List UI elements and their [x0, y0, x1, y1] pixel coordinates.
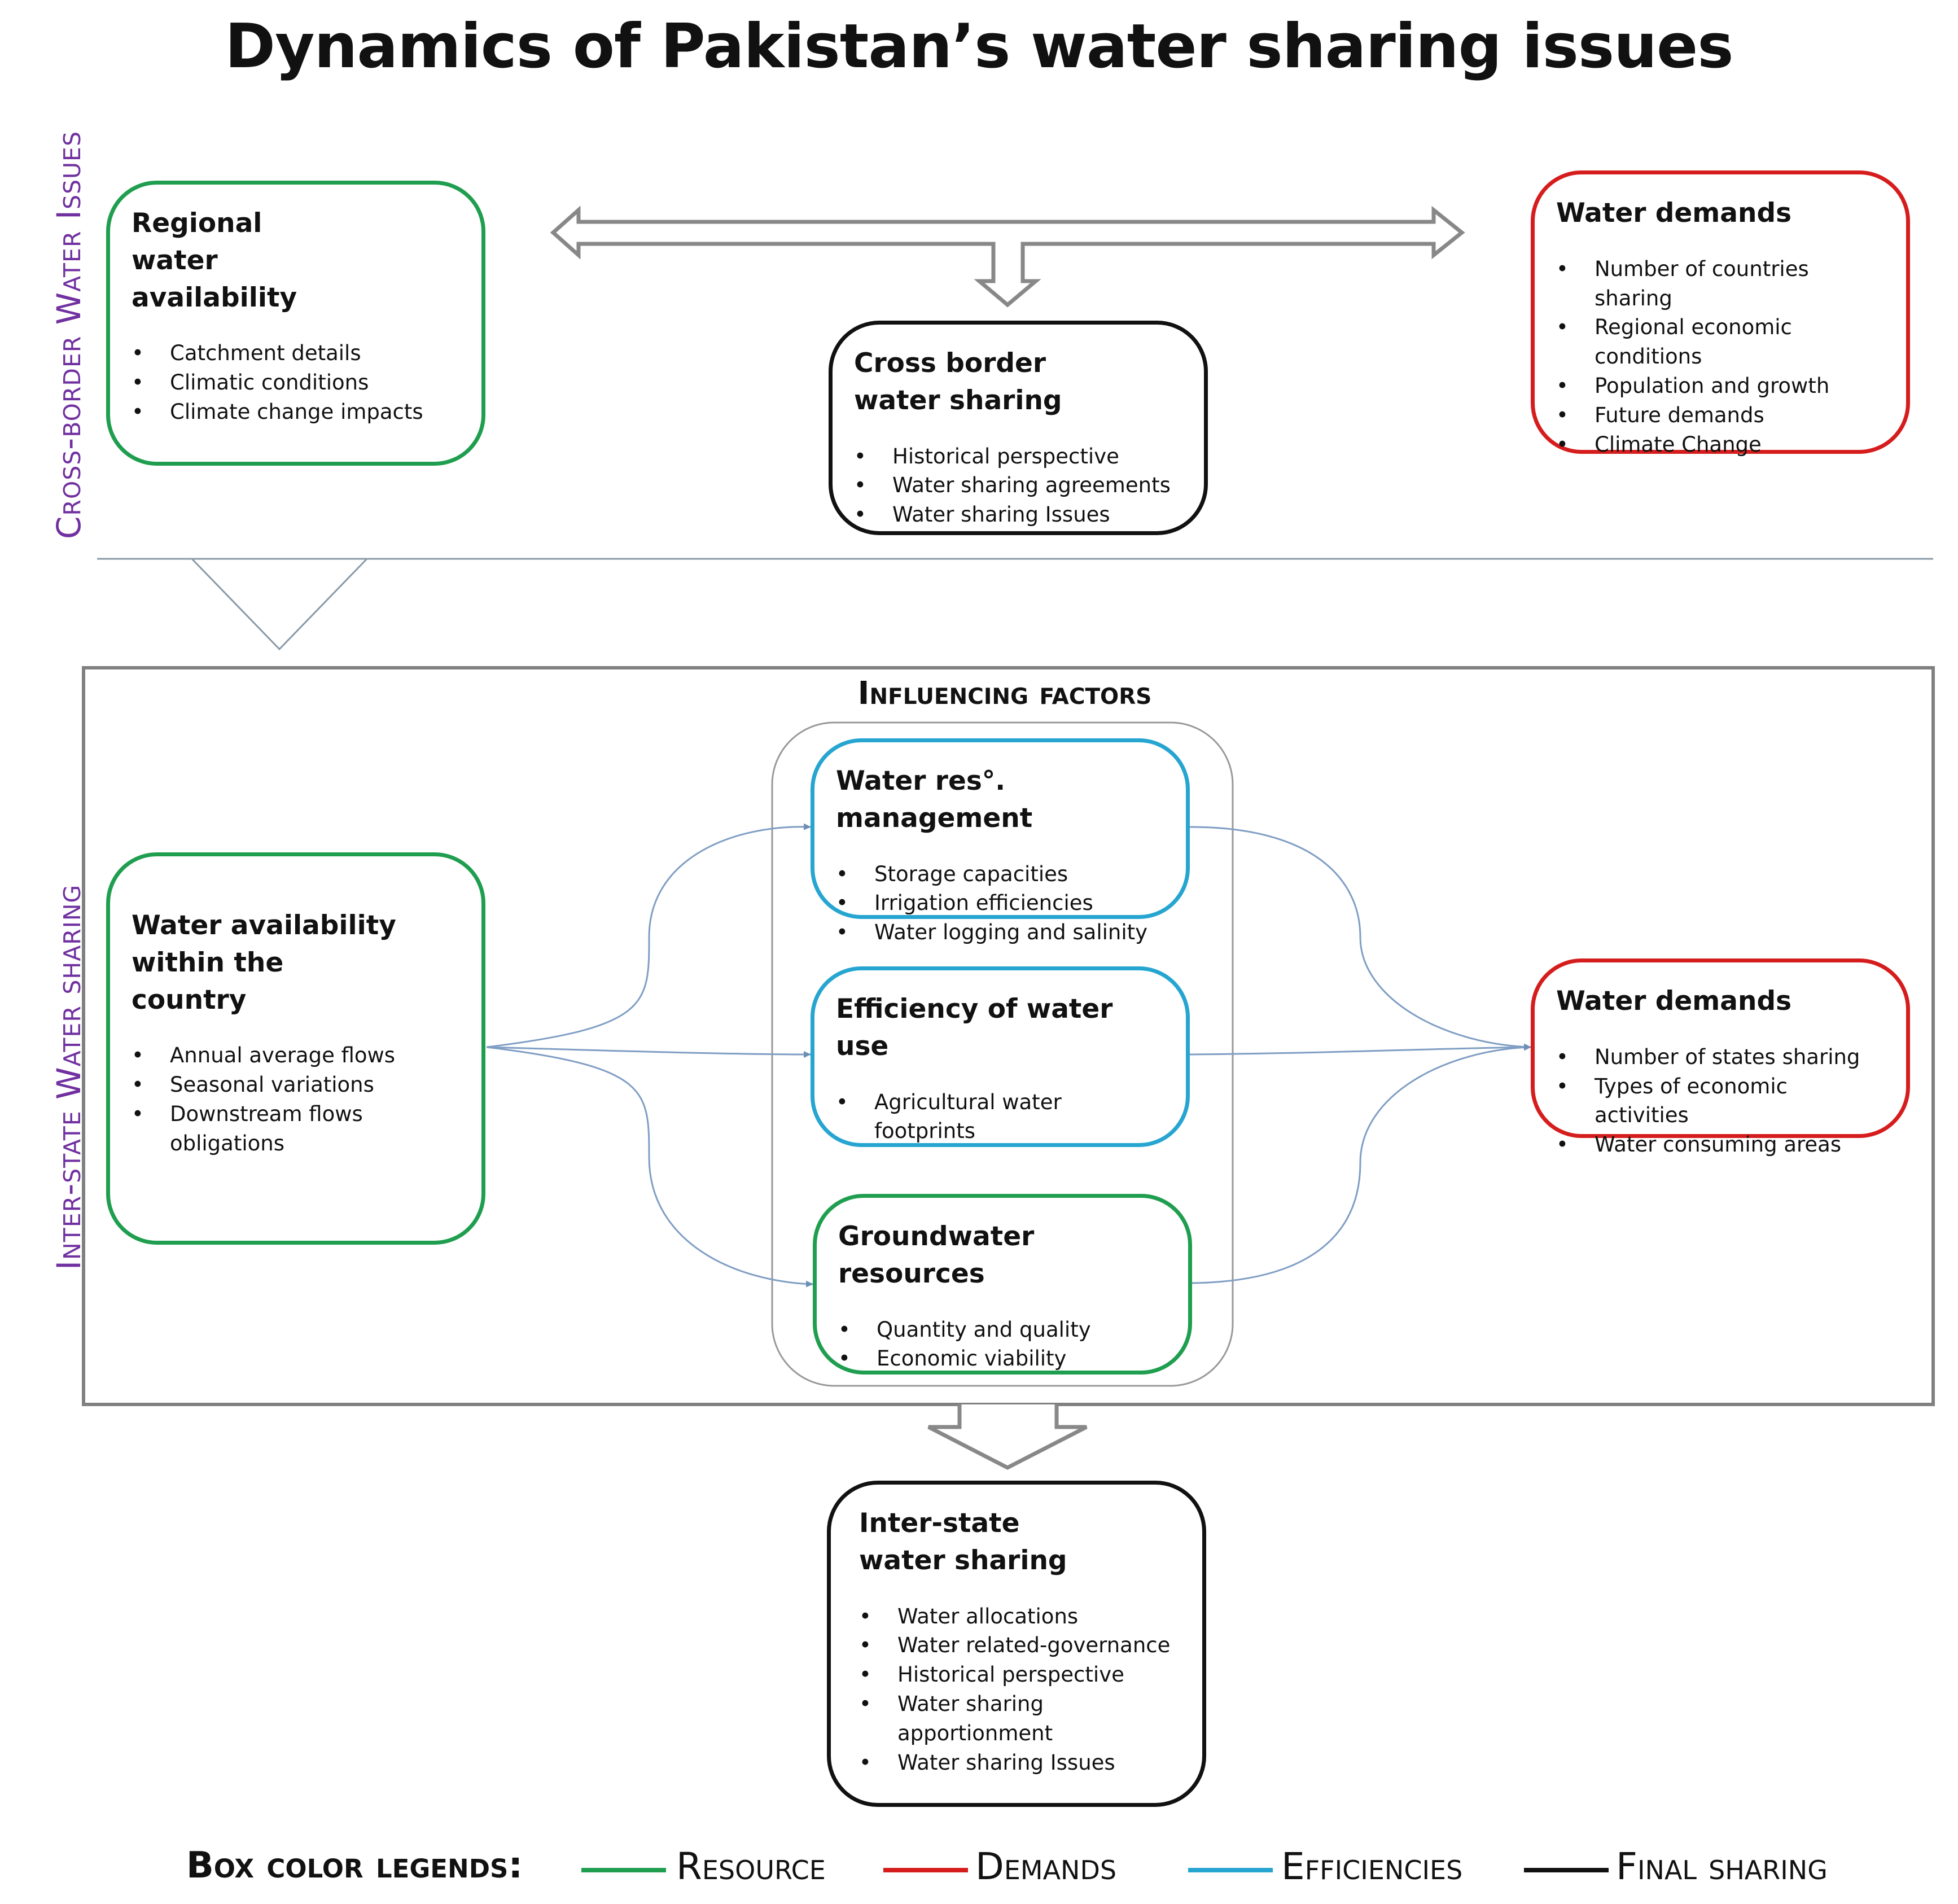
section-down-chevron — [191, 558, 368, 651]
list-item: Climate Change — [1556, 430, 1885, 459]
inter-state-water-sharing-box: Inter-state water sharing Water allocati… — [827, 1481, 1206, 1807]
legend-title: Box color legends: — [186, 1845, 523, 1887]
connector-availability-efficiency — [486, 1046, 811, 1058]
list-item: Climate change impacts — [132, 397, 460, 427]
cross-border-water-sharing-heading: Cross border water sharing — [854, 348, 1062, 416]
water-resource-management-list: Storage capacities Irrigation efficienci… — [836, 860, 1164, 947]
list-item: Number of states sharing — [1556, 1043, 1885, 1072]
list-item: Historical perspective — [854, 442, 1182, 471]
connector-efficiency-demands — [1189, 1044, 1531, 1056]
regional-water-availability-list: Catchment details Climatic conditions Cl… — [132, 339, 460, 426]
list-item: Water sharing agreements — [854, 471, 1182, 500]
efficiency-water-use-list: Agricultural water footprints — [836, 1088, 1164, 1146]
water-availability-country-heading: Water availability within the country — [132, 910, 396, 1016]
legend-swatch-resource — [581, 1868, 666, 1872]
groundwater-resources-list: Quantity and quality Economic viability — [838, 1315, 1167, 1374]
list-item: Future demands — [1556, 401, 1885, 430]
list-item: Number of countries sharing — [1556, 255, 1885, 313]
list-item: Population and growth — [1556, 371, 1885, 401]
influencing-factors-title: Influencing factors — [857, 675, 1152, 712]
inter-state-water-sharing-list: Water allocations Water related-governan… — [859, 1602, 1181, 1778]
cross-border-water-sharing-box: Cross border water sharing Historical pe… — [829, 321, 1208, 535]
legend-swatch-final-sharing — [1524, 1868, 1609, 1872]
inter-state-water-demands-heading: Water demands — [1556, 986, 1792, 1017]
cross-border-water-sharing-list: Historical perspective Water sharing agr… — [854, 442, 1182, 529]
cross-border-water-demands-heading: Water demands — [1556, 198, 1792, 229]
efficiency-water-use-heading: Efficiency of water use — [836, 993, 1113, 1062]
groundwater-resources-heading: Groundwater resources — [838, 1221, 1035, 1289]
diagram-title: Dynamics of Pakistan’s water sharing iss… — [225, 11, 1733, 82]
connector-groundwater-demands — [1192, 1044, 1531, 1284]
legend-swatch-demands — [883, 1868, 968, 1872]
list-item: Regional economic conditions — [1556, 313, 1798, 371]
water-resource-management-box: Water res°. management Storage capacitie… — [811, 738, 1190, 947]
water-resource-management-heading: Water res°. management — [836, 765, 1033, 834]
regional-water-availability-heading: Regional water availability — [132, 208, 297, 313]
list-item: Quantity and quality — [838, 1315, 1167, 1345]
list-item: Storage capacities — [836, 860, 1164, 889]
final-sharing-down-arrow — [927, 1404, 1088, 1470]
side-label-cross-border: Cross-border Water Issues — [50, 131, 88, 539]
list-item: Water logging and salinity — [836, 918, 1164, 947]
list-item: Downstream flows obligations — [132, 1100, 373, 1158]
inter-state-water-demands-list: Number of states sharing Types of econom… — [1556, 1043, 1885, 1159]
list-item: Annual average flows — [132, 1041, 460, 1070]
inter-state-water-sharing-heading: Inter-state water sharing — [859, 1508, 1067, 1576]
connector-management-demands — [1189, 826, 1531, 1051]
legend-label-demands: Demands — [975, 1845, 1117, 1888]
legend-label-final-sharing: Final sharing — [1616, 1845, 1828, 1888]
regional-water-availability-box: Regional water availability Catchment de… — [106, 181, 485, 466]
list-item: Types of economic activities — [1556, 1072, 1885, 1131]
list-item: Water sharing apportionment — [859, 1689, 1084, 1748]
side-label-inter-state: Inter-state Water sharing — [50, 884, 88, 1270]
list-item: Water sharing Issues — [854, 500, 1182, 529]
inter-state-water-demands-box: Water demands Number of states sharing T… — [1531, 958, 1910, 1159]
groundwater-resources-box: Groundwater resources Quantity and quali… — [813, 1194, 1192, 1375]
water-availability-country-box: Water availability within the country An… — [106, 852, 485, 1245]
list-item: Water allocations — [859, 1602, 1181, 1631]
legend-label-resource: Resource — [676, 1845, 826, 1888]
water-availability-country-list: Annual average flows Seasonal variations… — [132, 1041, 460, 1158]
connector-availability-management — [486, 823, 811, 1048]
cross-border-flow-arrow — [550, 205, 1465, 308]
list-item: Water sharing Issues — [859, 1748, 1181, 1778]
list-item: Water consuming areas — [1556, 1130, 1885, 1159]
list-item: Climatic conditions — [132, 368, 460, 397]
cross-border-water-demands-box: Water demands Number of countries sharin… — [1531, 170, 1910, 459]
list-item: Economic viability — [838, 1344, 1167, 1373]
efficiency-water-use-box: Efficiency of water use Agricultural wat… — [811, 966, 1190, 1147]
legend-label-efficiencies: Efficiencies — [1281, 1845, 1463, 1888]
legend-swatch-efficiencies — [1188, 1868, 1273, 1872]
list-item: Historical perspective — [859, 1660, 1181, 1689]
list-item: Irrigation efficiencies — [836, 888, 1164, 918]
connector-availability-groundwater — [486, 1046, 813, 1288]
list-item: Seasonal variations — [132, 1070, 460, 1100]
list-item: Water related-governance — [859, 1631, 1181, 1660]
list-item: Agricultural water footprints — [836, 1088, 1164, 1146]
list-item: Catchment details — [132, 339, 460, 368]
box-color-legend: Box color legends: Resource Demands Effi… — [0, 1841, 1958, 1892]
cross-border-water-demands-list: Number of countries sharing Regional eco… — [1556, 255, 1885, 459]
